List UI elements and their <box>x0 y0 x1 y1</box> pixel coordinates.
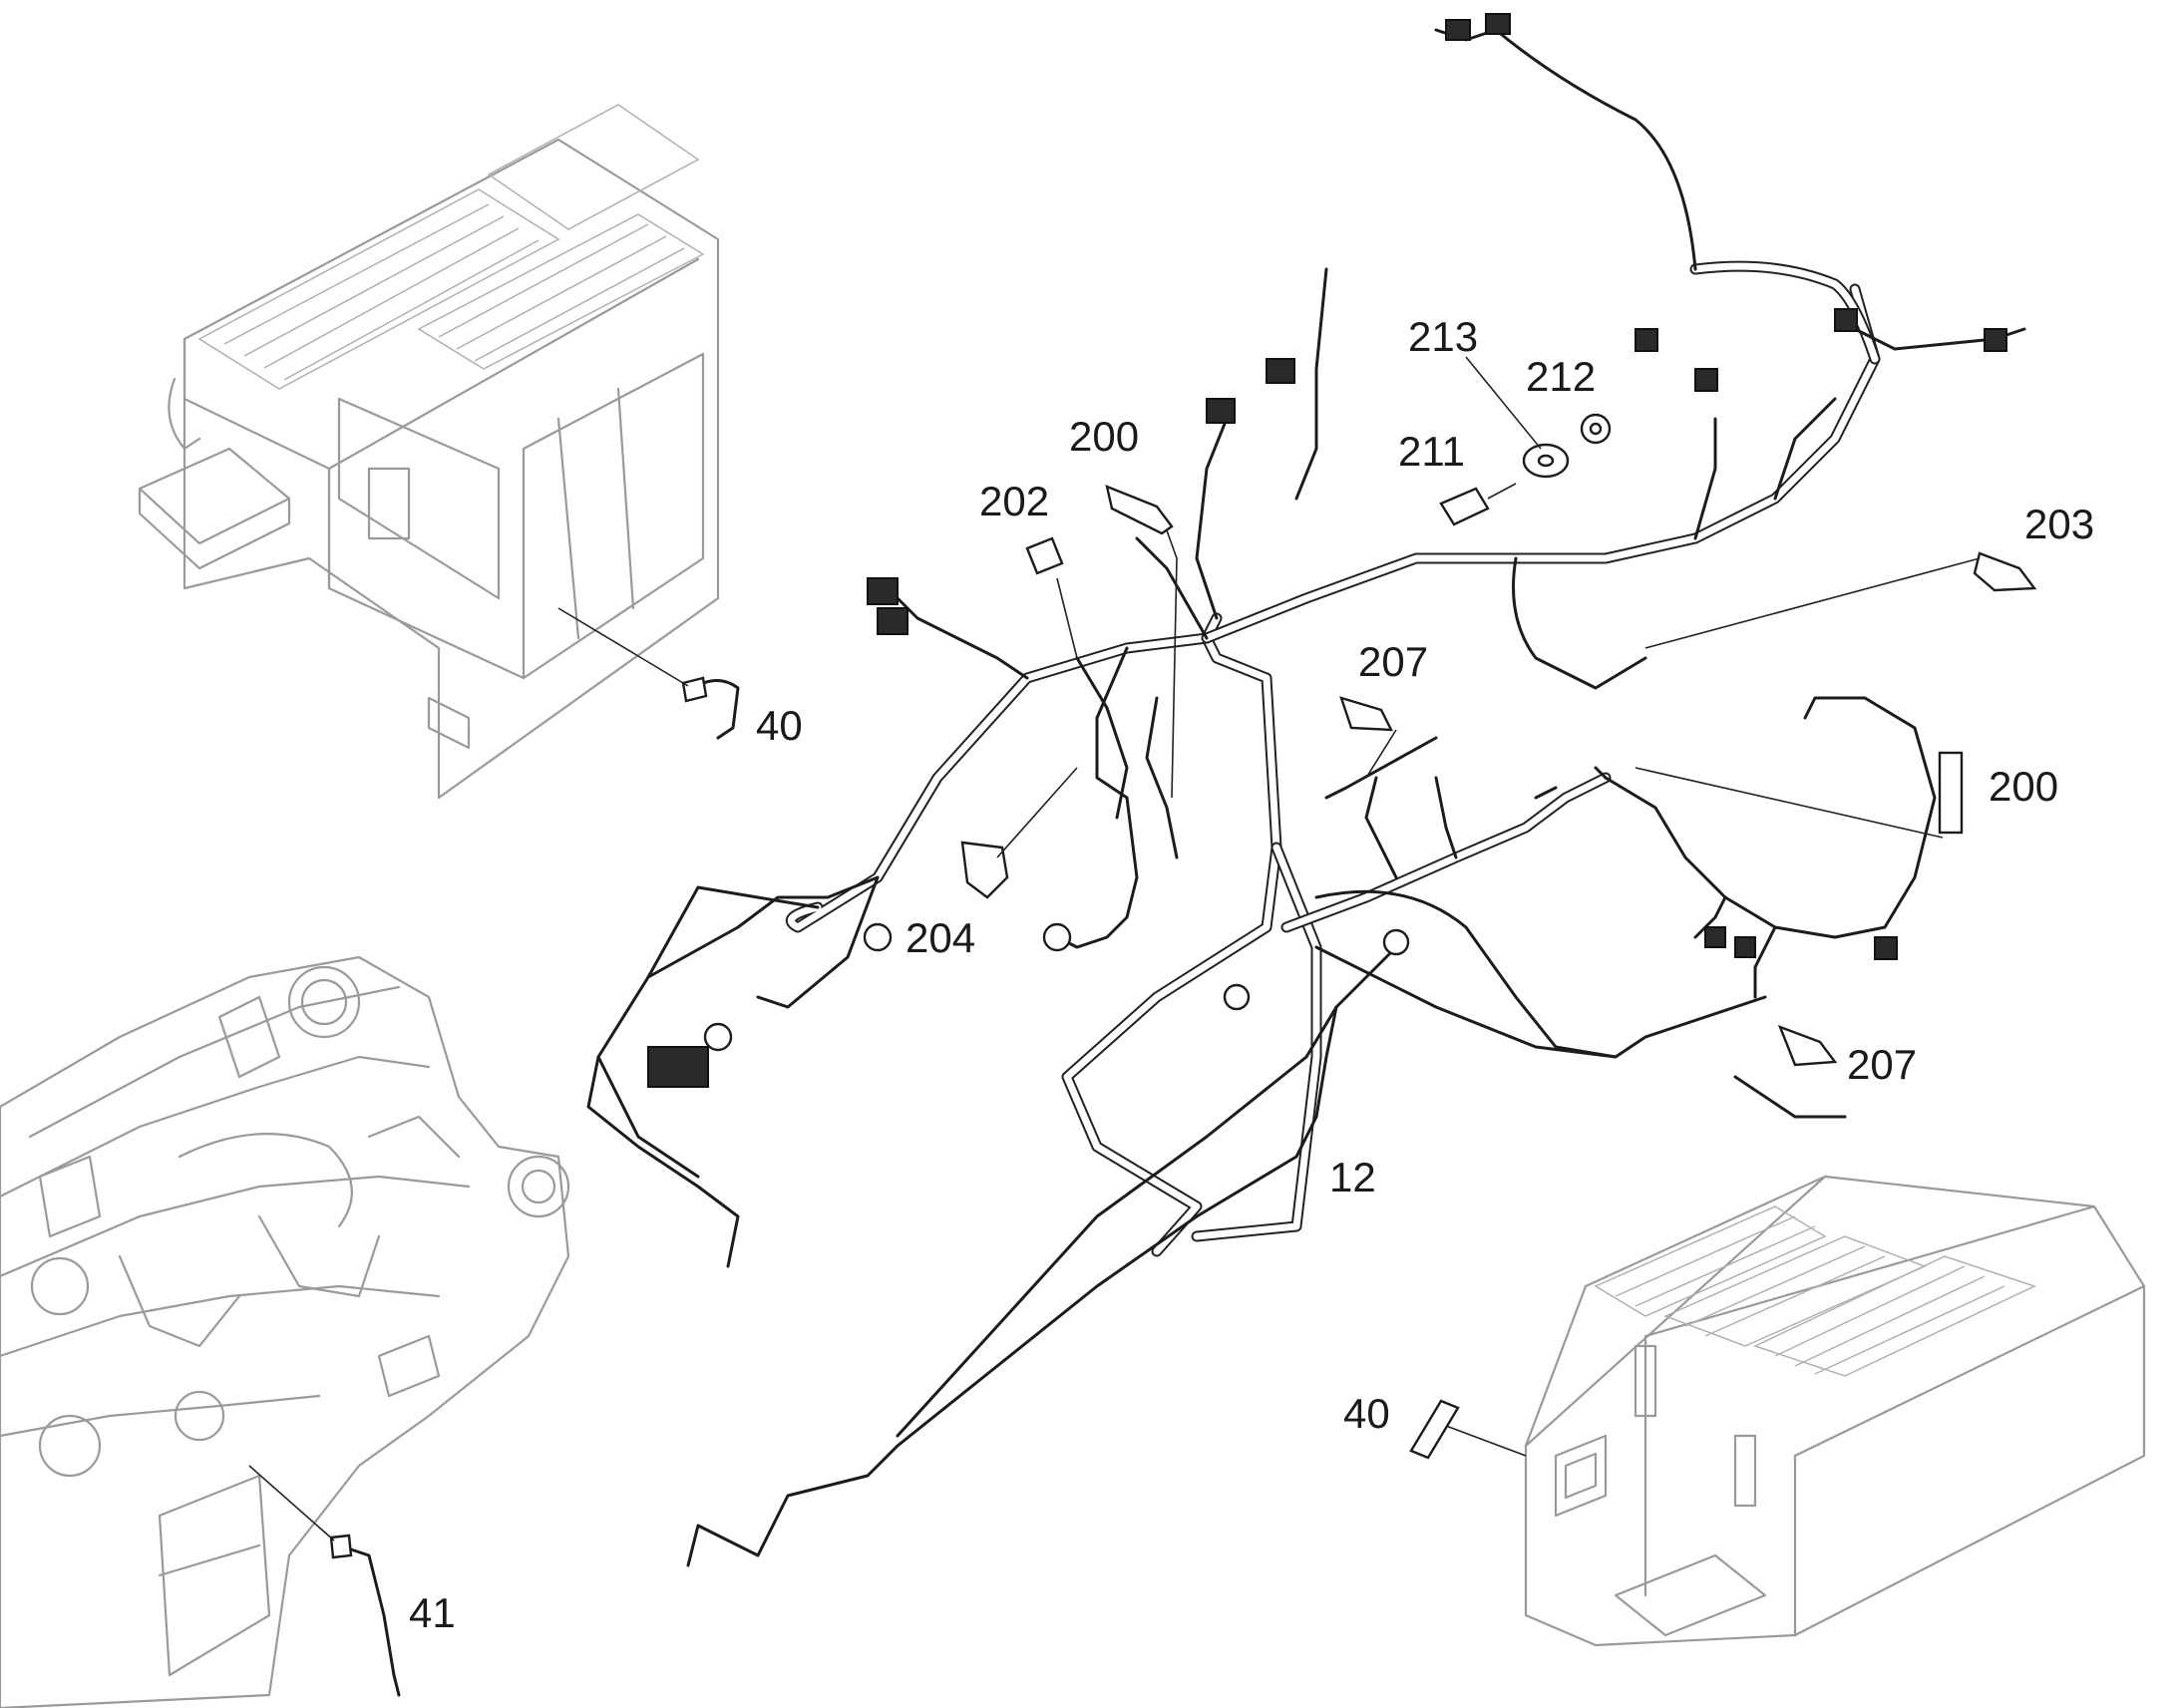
main-harness <box>785 260 1881 1257</box>
callout-211: 211 <box>1398 428 1465 475</box>
callout-203: 203 <box>2024 501 2094 547</box>
sensor-211 <box>1439 483 1517 526</box>
ground-cable-40-top <box>557 607 740 740</box>
callout-200-top: 200 <box>1069 413 1139 460</box>
sensor-202 <box>1025 536 1078 659</box>
sensor-207-mid <box>1339 696 1397 779</box>
engine-bottom-left <box>0 955 570 1708</box>
battery-box-bottom-right <box>1524 1175 2146 1647</box>
callout-40-bottom: 40 <box>1343 1390 1390 1437</box>
callout-12: 12 <box>1329 1154 1376 1200</box>
callout-204: 204 <box>906 914 975 961</box>
branch-wires <box>586 28 2026 1567</box>
ground-cable-41 <box>248 1465 401 1697</box>
callout-202: 202 <box>979 478 1049 524</box>
callout-labels: 200 202 211 212 213 203 207 200 204 207 … <box>409 313 2094 1636</box>
sensor-200-right <box>1635 751 1964 839</box>
connectors <box>647 13 2007 1088</box>
washer-213 <box>1465 356 1570 479</box>
callout-200-right: 200 <box>1989 763 2058 810</box>
callout-40-top: 40 <box>756 702 803 749</box>
sensor-207-right <box>1777 1024 1838 1067</box>
callout-207-mid: 207 <box>1358 638 1428 685</box>
sensor-40-bottom <box>1409 1399 1527 1460</box>
callout-212: 212 <box>1526 353 1596 400</box>
nut-212 <box>1580 413 1612 445</box>
sensor-200-top <box>1105 485 1178 799</box>
battery-box-top-left <box>138 104 720 800</box>
sensor-204 <box>960 767 1078 899</box>
callout-207-right: 207 <box>1847 1041 1917 1088</box>
callout-213: 213 <box>1408 313 1478 360</box>
sensor-203 <box>1644 551 2037 649</box>
callout-41: 41 <box>409 1589 456 1636</box>
